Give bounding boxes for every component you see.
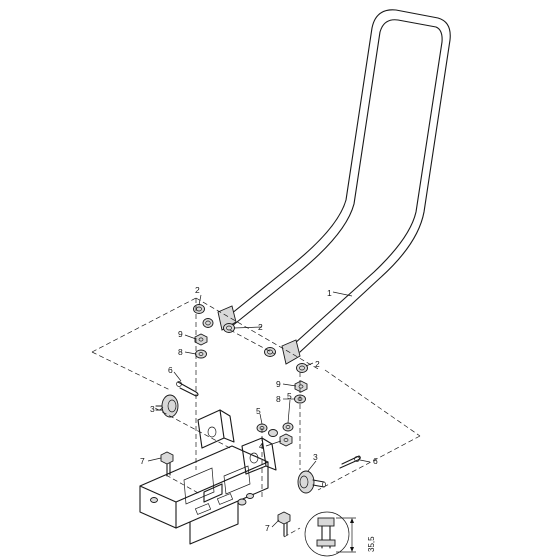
nut-9-left bbox=[194, 333, 208, 346]
callout-3-left: 3 bbox=[150, 404, 155, 414]
callout-2-top-left: 2 bbox=[195, 285, 200, 295]
callout-6-right: 6 bbox=[373, 456, 378, 466]
callout-1: 1 bbox=[327, 288, 332, 298]
handle-bar bbox=[217, 9, 451, 365]
bushing-2-right-b bbox=[296, 363, 308, 373]
callout-7-right: 7 bbox=[265, 523, 270, 533]
leader-lines bbox=[147, 291, 371, 528]
bushing-2-center bbox=[223, 323, 235, 333]
clip-6-left bbox=[176, 381, 199, 397]
bushing-2-left-top bbox=[193, 304, 205, 314]
detail-bolt-view bbox=[304, 511, 356, 557]
callout-3-right: 3 bbox=[313, 452, 318, 462]
callout-8-left: 8 bbox=[178, 347, 183, 357]
callout-2-center: 2 bbox=[258, 322, 263, 332]
callout-5-left: 5 bbox=[256, 406, 261, 416]
buffer-3-left bbox=[155, 394, 179, 418]
callout-8-right: 8 bbox=[276, 394, 281, 404]
nut-4 bbox=[279, 433, 293, 447]
callout-6-left: 6 bbox=[168, 365, 173, 375]
bushing-2-right-a bbox=[264, 347, 276, 357]
callout-2-right: 2 bbox=[315, 359, 320, 369]
callout-4: 4 bbox=[259, 441, 264, 451]
nut-9-right bbox=[294, 380, 308, 393]
washer-5-b bbox=[282, 422, 294, 432]
washer-5-c bbox=[268, 429, 278, 437]
base-bracket bbox=[139, 409, 277, 545]
washer-8-left bbox=[195, 349, 207, 359]
bushing-2-left-bottom bbox=[202, 318, 214, 328]
clip-6-right bbox=[339, 455, 361, 469]
bolt-7-right bbox=[277, 511, 291, 537]
dimension-label: 35,5 bbox=[367, 536, 376, 552]
callout-7-left: 7 bbox=[140, 456, 145, 466]
callout-5-right: 5 bbox=[287, 391, 292, 401]
assembly-guide-lines bbox=[91, 297, 421, 538]
buffer-3-right bbox=[297, 470, 326, 494]
callout-9-right: 9 bbox=[276, 379, 281, 389]
callout-9-left: 9 bbox=[178, 329, 183, 339]
